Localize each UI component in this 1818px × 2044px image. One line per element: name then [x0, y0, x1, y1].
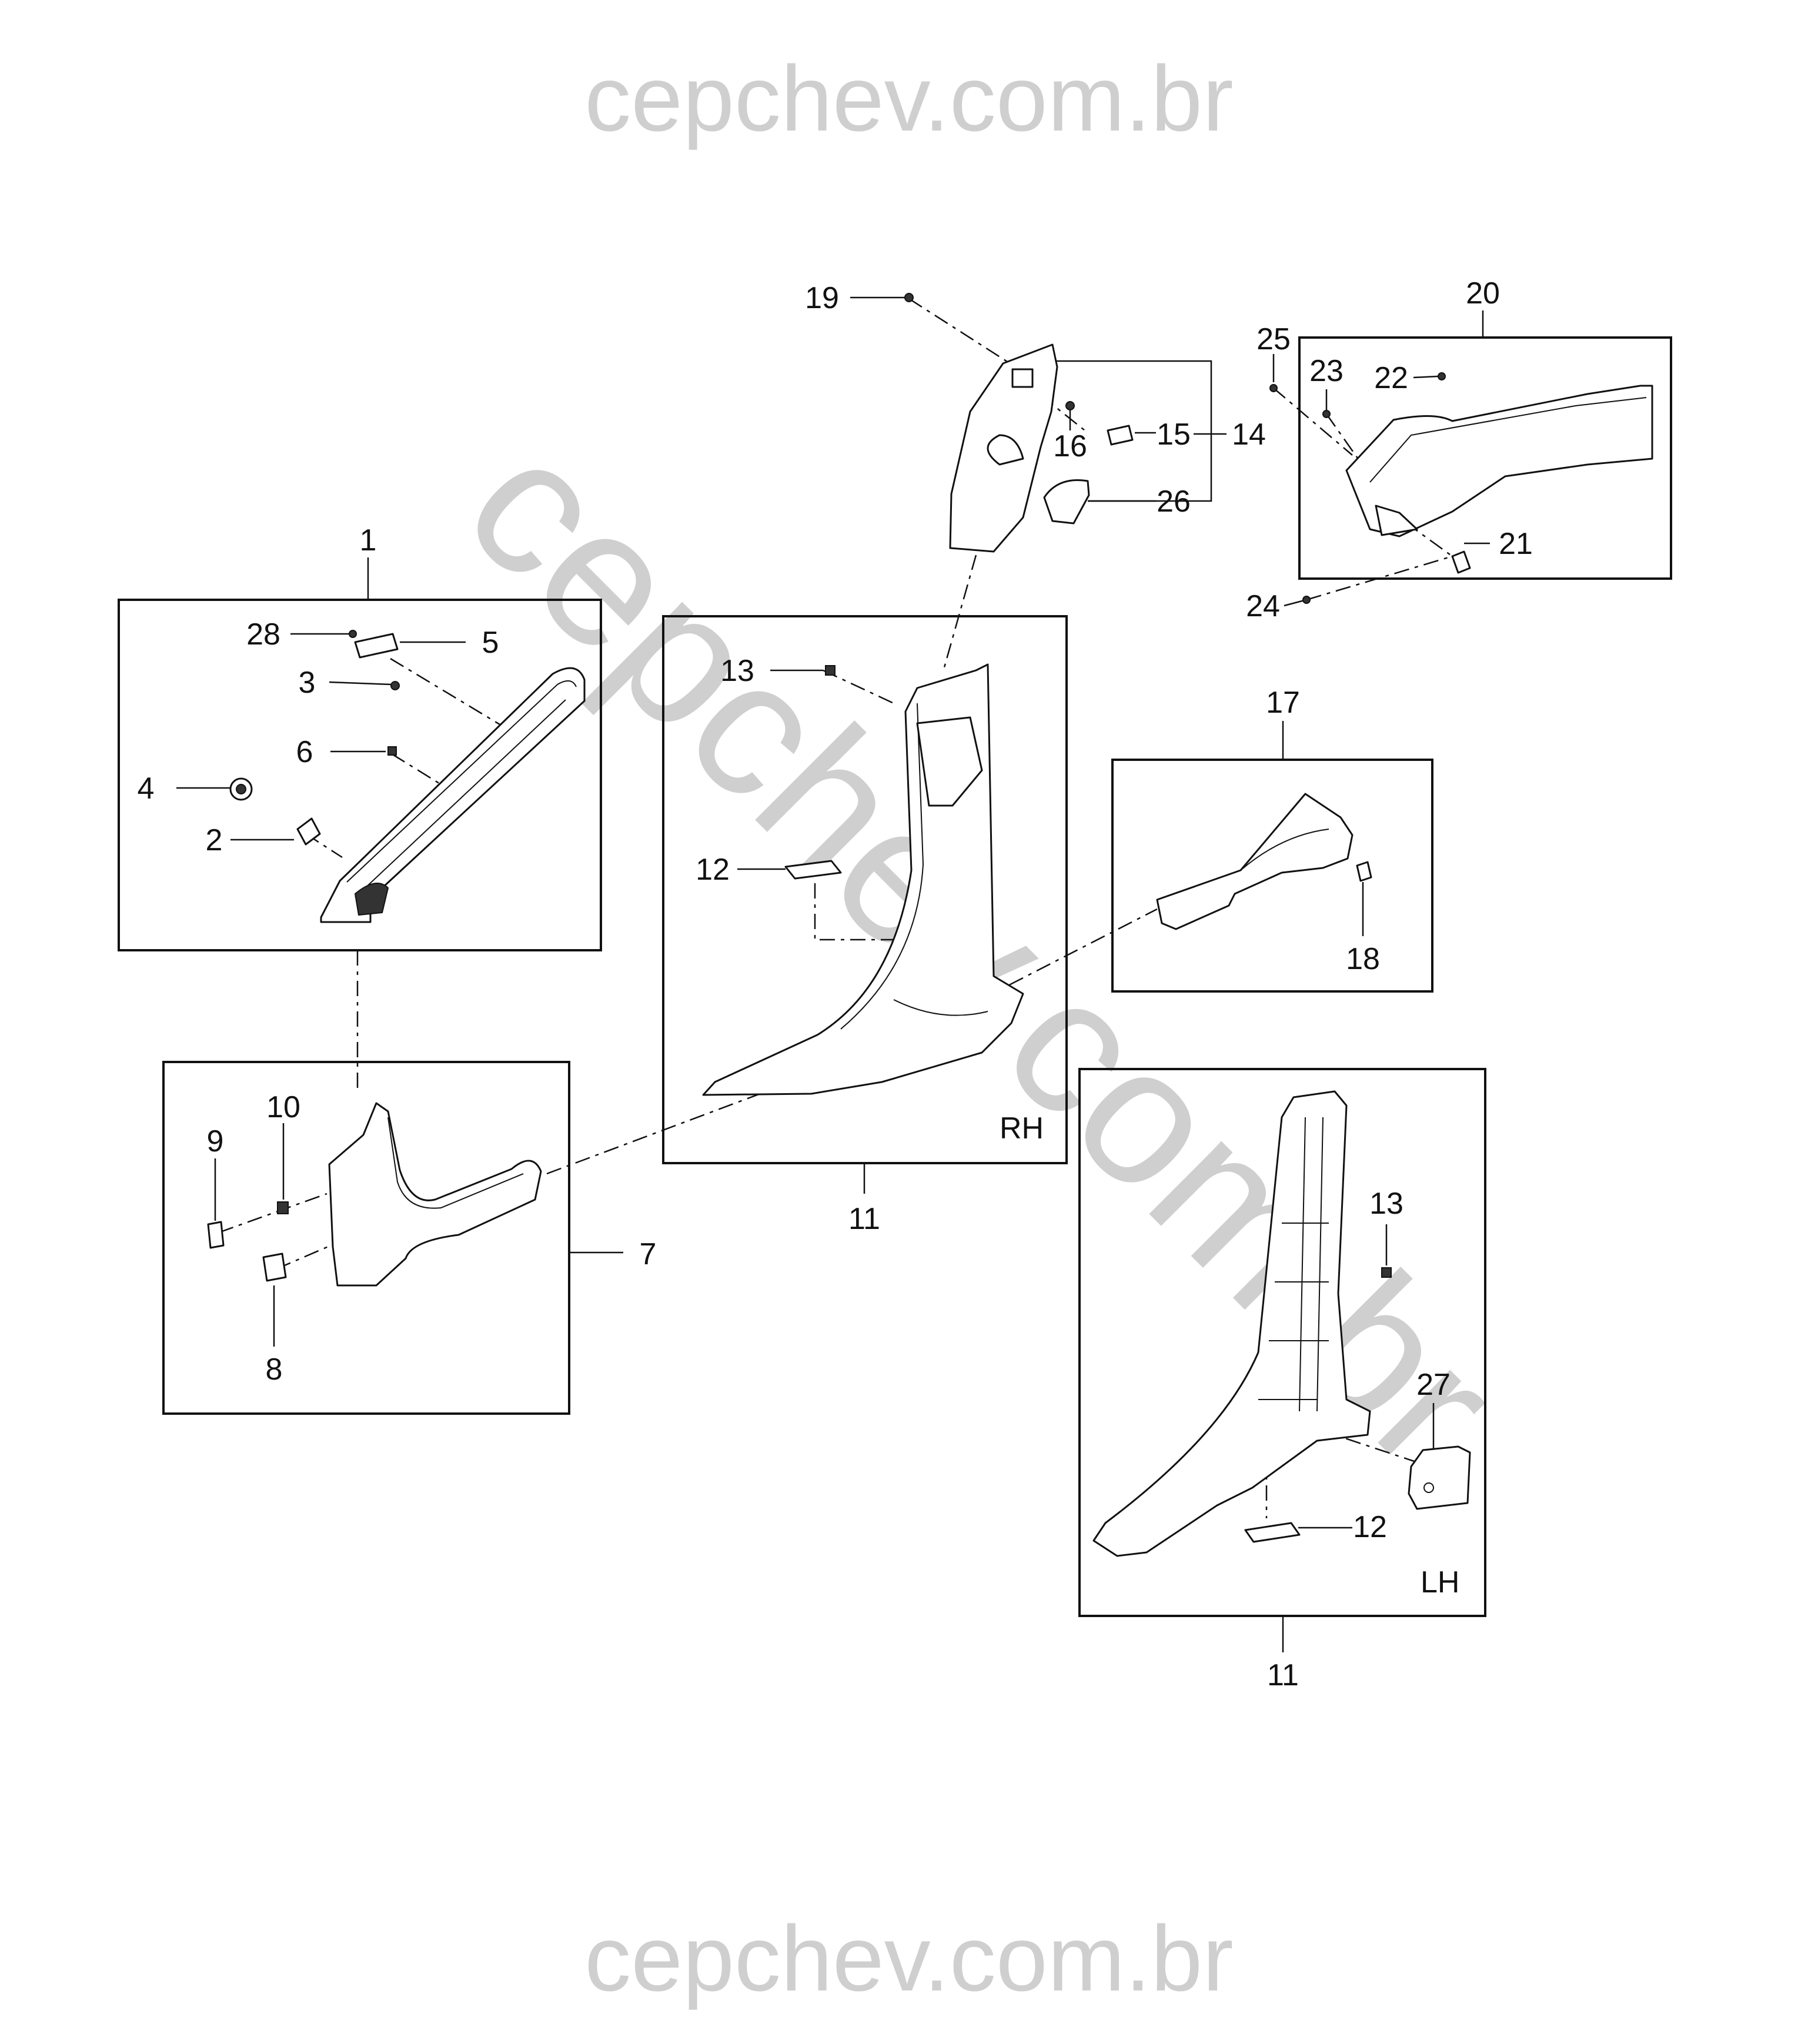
- bracket-27: [1408, 1445, 1471, 1510]
- a-pillar-trim: [320, 667, 586, 923]
- screw-3: [390, 681, 400, 690]
- pad-12-rh: [784, 860, 842, 880]
- clip-18: [1356, 861, 1372, 882]
- callout-9: 9: [207, 1124, 224, 1158]
- cover-26: [1043, 479, 1090, 525]
- clip-13-rh: [825, 665, 836, 676]
- clip-10: [277, 1201, 289, 1214]
- quarter-upper-trim: [1345, 385, 1653, 537]
- callout-18: 18: [1346, 942, 1380, 976]
- screw-23: [1322, 410, 1331, 418]
- assembly-line-25: [1273, 388, 1353, 456]
- callout-14: 14: [1232, 418, 1266, 452]
- callout-4: 4: [138, 771, 155, 806]
- callout-23: 23: [1309, 354, 1344, 388]
- assembly-line-13-rh: [823, 669, 894, 704]
- callout-25: 25: [1256, 322, 1291, 356]
- bolt-19: [904, 293, 914, 302]
- callout-2: 2: [206, 823, 223, 857]
- clip-2: [296, 817, 321, 846]
- callout-11-rh: 11: [848, 1202, 880, 1236]
- callout-13-lh: 13: [1369, 1187, 1403, 1221]
- callout-10: 10: [266, 1090, 300, 1124]
- bracket-5: [354, 633, 399, 659]
- callout-6: 6: [296, 735, 313, 769]
- clip-13-lh: [1381, 1267, 1392, 1278]
- box-tag-lh: LH: [1421, 1565, 1459, 1599]
- callout-1: 1: [360, 523, 377, 557]
- pad-9: [207, 1221, 225, 1249]
- assembly-line-9: [218, 1193, 327, 1234]
- watermark-bottom: cepchev.com.br: [584, 1907, 1234, 2010]
- group-box-7: [162, 1061, 570, 1415]
- clip-6: [387, 746, 397, 756]
- screw-16: [1065, 401, 1075, 410]
- callout-13-rh: 13: [720, 654, 754, 688]
- callout-22: 22: [1374, 361, 1408, 395]
- side-trim-17: [1156, 793, 1354, 930]
- callout-17: 17: [1266, 686, 1300, 720]
- group-box-20: [1298, 336, 1672, 580]
- callout-12-lh: 12: [1353, 1510, 1387, 1544]
- b-pillar-upper-trim: [949, 343, 1058, 553]
- leader-3: [329, 681, 392, 686]
- group-box-1: [118, 599, 602, 951]
- callout-11-lh: 11: [1267, 1658, 1299, 1692]
- assembly-line-6: [391, 753, 442, 786]
- callout-7: 7: [640, 1237, 657, 1271]
- assembly-line-8: [276, 1245, 329, 1270]
- assembly-line-5: [390, 657, 506, 729]
- callout-27: 27: [1416, 1368, 1451, 1402]
- clip-24: [1302, 596, 1311, 604]
- callout-16: 16: [1053, 429, 1087, 463]
- group-box-17: [1111, 759, 1433, 993]
- assembly-line-bpillar: [942, 555, 977, 672]
- watermark-top: cepchev.com.br: [584, 47, 1234, 151]
- pad-12-lh: [1244, 1522, 1301, 1543]
- screw-28: [349, 630, 357, 638]
- callout-20: 20: [1466, 276, 1500, 310]
- callout-19: 19: [805, 281, 839, 315]
- callout-12-rh: 12: [696, 853, 730, 887]
- cover-15: [1107, 425, 1134, 446]
- callout-28: 28: [246, 617, 280, 652]
- callout-3: 3: [299, 666, 316, 700]
- assembly-line-19: [908, 298, 1014, 367]
- kick-panel: [328, 1102, 542, 1287]
- b-pillar-lower-trim-lh: [1092, 1090, 1371, 1557]
- callout-5: 5: [482, 626, 499, 660]
- callout-26: 26: [1157, 485, 1191, 519]
- clip-8: [262, 1253, 287, 1282]
- b-pillar-lower-trim-rh: [702, 663, 1024, 1096]
- callout-8: 8: [266, 1352, 283, 1387]
- leader-22: [1413, 375, 1439, 379]
- assembly-line-24: [1306, 555, 1453, 601]
- assembly-line-27: [1316, 1428, 1423, 1465]
- callout-24: 24: [1246, 589, 1280, 623]
- clip-22: [1438, 372, 1446, 380]
- assembly-line-23: [1325, 413, 1364, 466]
- callout-21: 21: [1499, 527, 1533, 561]
- box-tag-rh: RH: [1000, 1111, 1044, 1145]
- clip-21: [1451, 550, 1471, 574]
- callout-15: 15: [1157, 418, 1191, 452]
- screw-25: [1269, 384, 1278, 392]
- grommet-4: [229, 777, 253, 801]
